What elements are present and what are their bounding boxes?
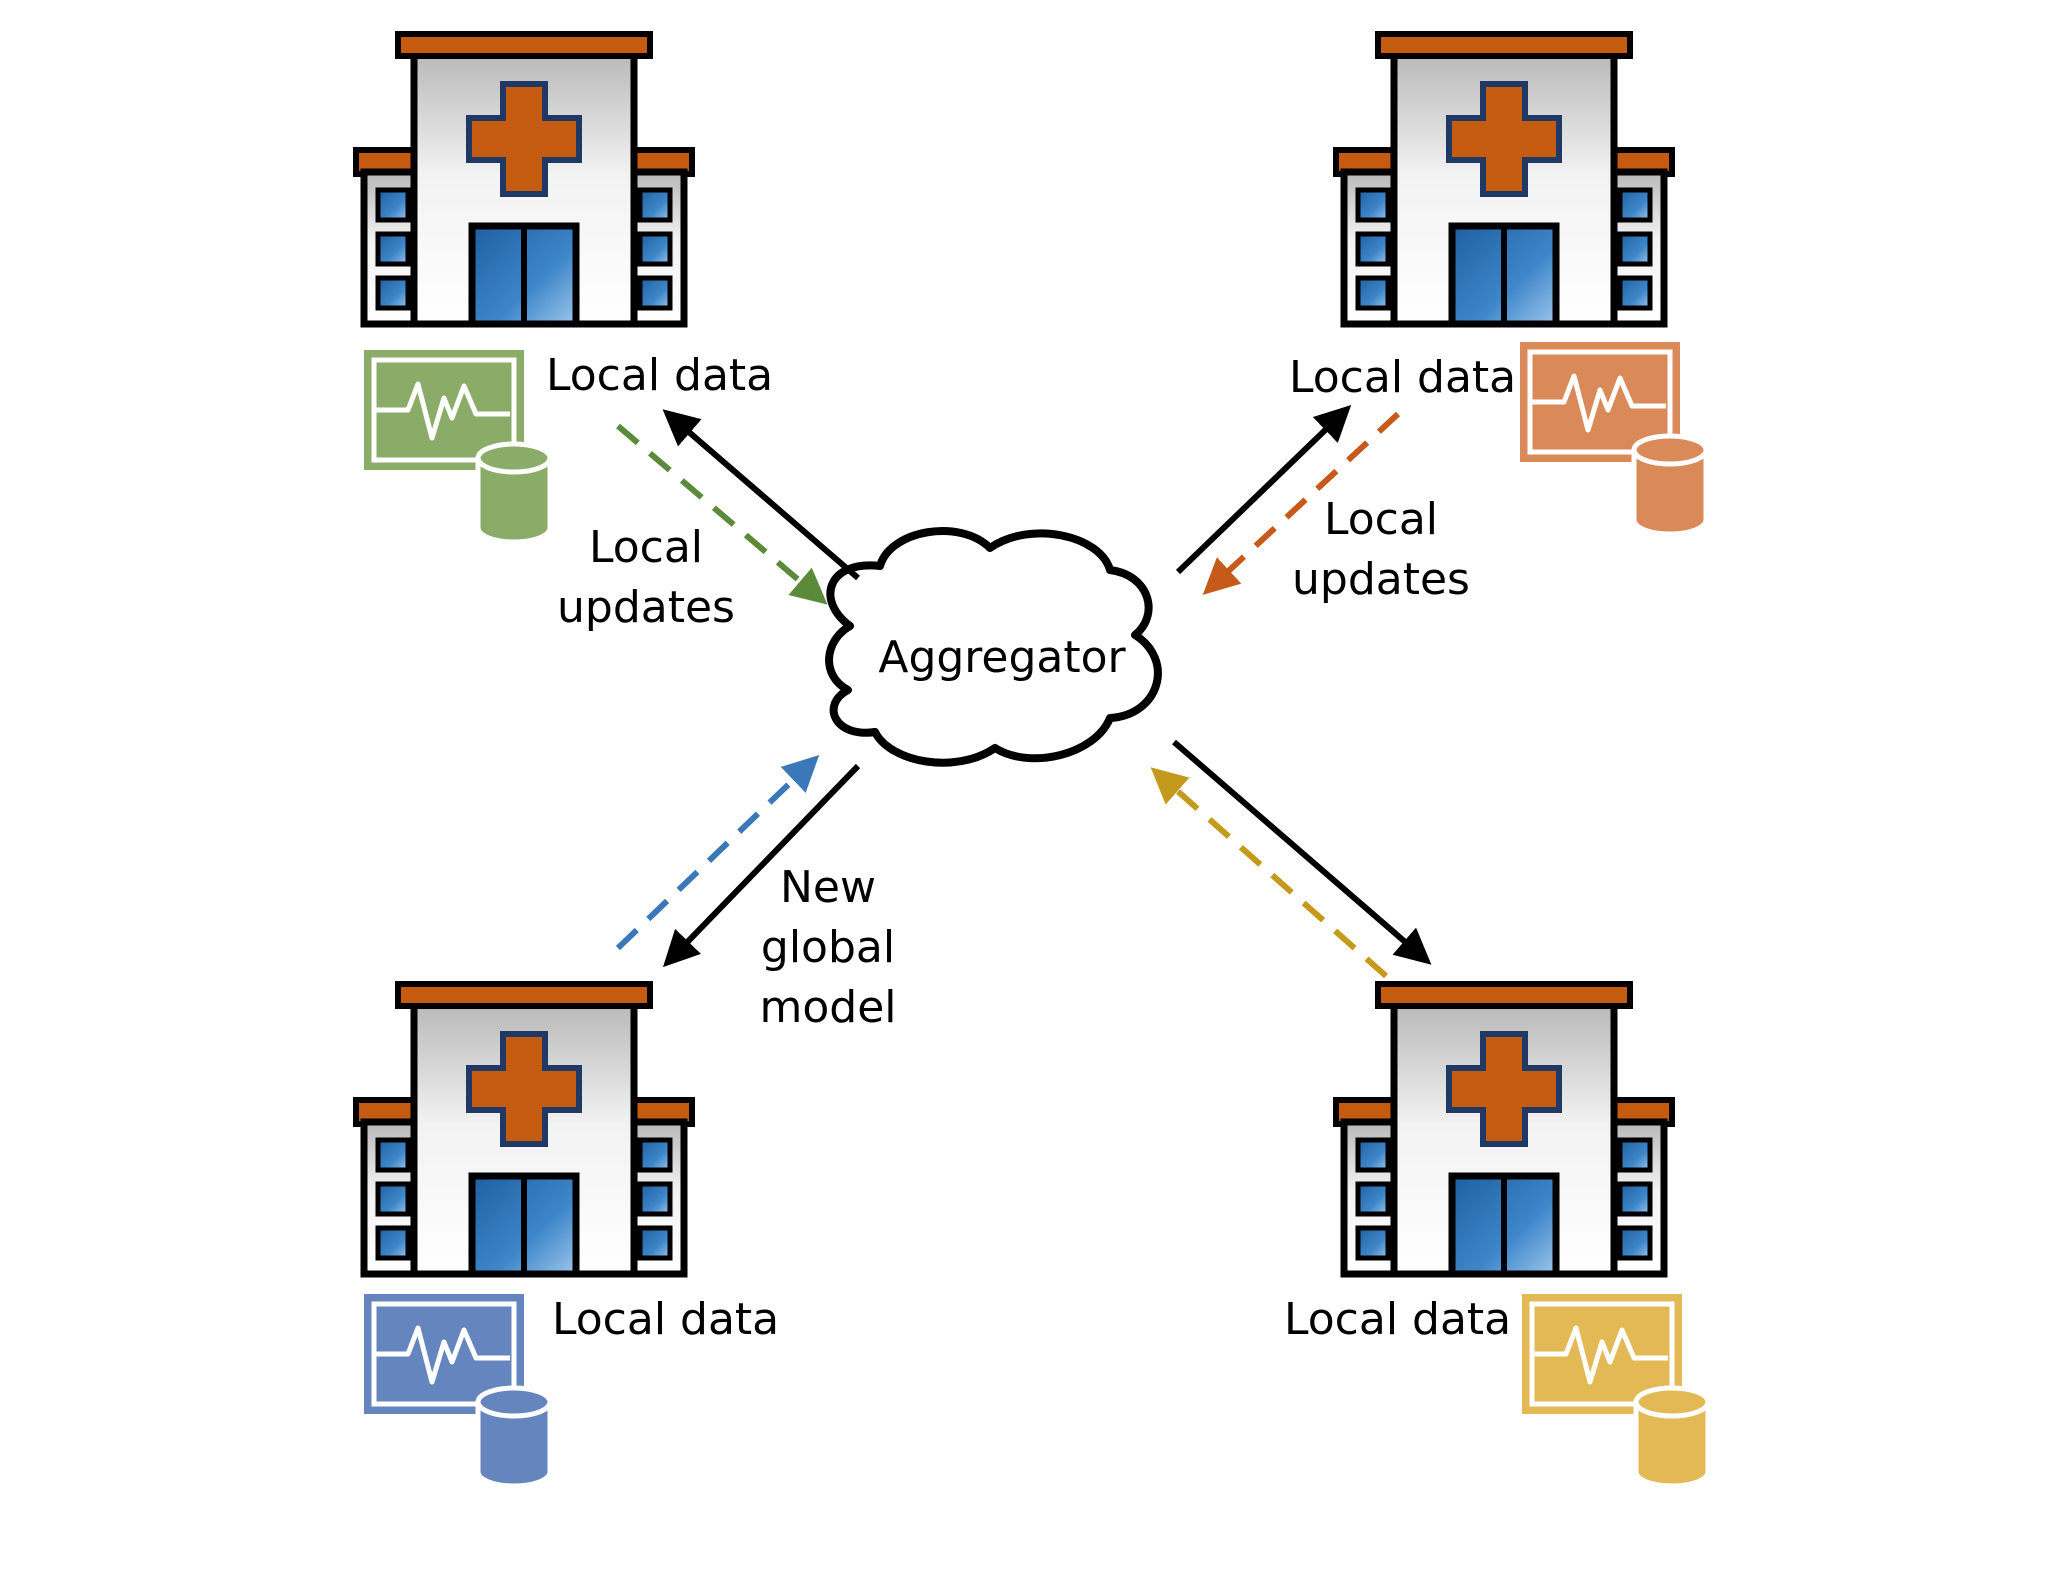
local-data-label-top-right: Local data — [1289, 352, 1516, 403]
new-global-model-line-3: model — [759, 982, 896, 1033]
local-data-label-bottom-left: Local data — [552, 1294, 779, 1345]
aggregator-cloud-icon — [825, 527, 1162, 767]
local-data-bottom-right-icon — [1522, 1294, 1708, 1486]
hospital-bottom-right-icon — [1336, 984, 1672, 1274]
new-global-model-line-2: global — [761, 922, 895, 973]
global-model-arrow-bottom-left — [662, 763, 861, 968]
hospital-bottom-left-icon — [356, 984, 692, 1274]
local-data-label-top-left: Local data — [546, 350, 773, 401]
local-data-top-left-icon — [364, 350, 550, 542]
global-model-arrow-top-left — [662, 409, 860, 581]
new-global-model-line-1: New — [780, 862, 876, 913]
local-update-arrow-top-left — [616, 423, 828, 605]
new-global-model-label: New global model — [759, 862, 896, 1033]
local-update-arrow-top-right — [1202, 411, 1401, 595]
local-updates-left-line-1: Local — [589, 522, 703, 573]
hospital-top-right-icon — [1336, 34, 1672, 324]
global-model-arrow-top-right — [1175, 405, 1352, 575]
local-data-label-bottom-right: Local data — [1284, 1294, 1511, 1345]
local-data-bottom-left-icon — [364, 1294, 550, 1486]
global-model-arrow-bottom-right — [1172, 739, 1432, 965]
local-updates-right-line-2: updates — [1292, 554, 1470, 605]
local-updates-right-line-1: Local — [1324, 494, 1438, 545]
local-data-top-right-icon — [1520, 342, 1706, 534]
local-update-arrow-bottom-left — [615, 755, 820, 951]
aggregator-label: Aggregator — [878, 632, 1126, 683]
local-updates-left-line-2: updates — [557, 582, 735, 633]
hospital-top-left-icon — [356, 34, 692, 324]
local-update-arrow-bottom-right — [1150, 767, 1388, 979]
local-updates-label-right: Local updates — [1292, 494, 1470, 605]
local-updates-label-left: Local updates — [557, 522, 735, 633]
